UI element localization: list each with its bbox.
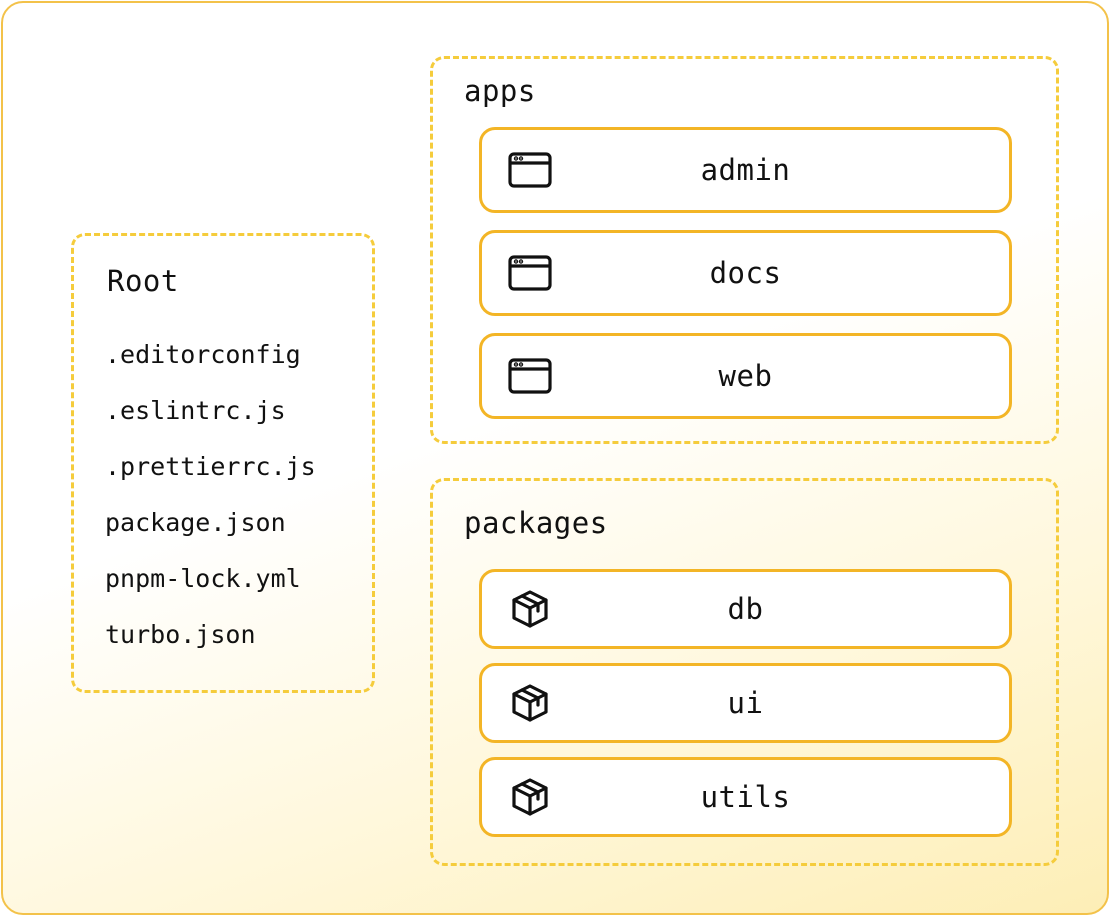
package-item-db: db <box>479 569 1012 649</box>
app-item-web: web <box>479 333 1012 419</box>
apps-group: apps admin <box>430 56 1059 444</box>
package-item-utils: utils <box>479 757 1012 837</box>
root-file-list: .editorconfig .eslintrc.js .prettierrc.j… <box>105 342 316 678</box>
packages-group: packages db <box>430 478 1059 866</box>
root-file: .editorconfig <box>105 340 301 369</box>
packages-group-title: packages <box>464 506 608 540</box>
package-item-label: utils <box>700 780 791 814</box>
root-file: pnpm-lock.yml <box>105 564 301 593</box>
browser-window-icon <box>507 150 553 190</box>
package-box-icon <box>507 683 553 723</box>
app-item-label: web <box>718 359 773 393</box>
root-group-title: Root <box>107 264 179 298</box>
app-item-docs: docs <box>479 230 1012 316</box>
package-item-label: db <box>727 592 764 626</box>
root-file: turbo.json <box>105 620 256 649</box>
root-file: package.json <box>105 508 286 537</box>
browser-window-icon <box>507 253 553 293</box>
browser-window-icon <box>507 356 553 396</box>
packages-list: db ui <box>479 569 1012 851</box>
apps-list: admin docs <box>479 127 1012 436</box>
root-group: Root .editorconfig .eslintrc.js .prettie… <box>71 233 375 693</box>
app-item-label: admin <box>700 153 791 187</box>
package-box-icon <box>507 589 553 629</box>
package-item-ui: ui <box>479 663 1012 743</box>
package-item-label: ui <box>727 686 764 720</box>
package-box-icon <box>507 777 553 817</box>
app-item-admin: admin <box>479 127 1012 213</box>
app-item-label: docs <box>709 256 782 290</box>
root-file: .prettierrc.js <box>105 452 316 481</box>
apps-group-title: apps <box>464 74 536 108</box>
root-file: .eslintrc.js <box>105 396 286 425</box>
